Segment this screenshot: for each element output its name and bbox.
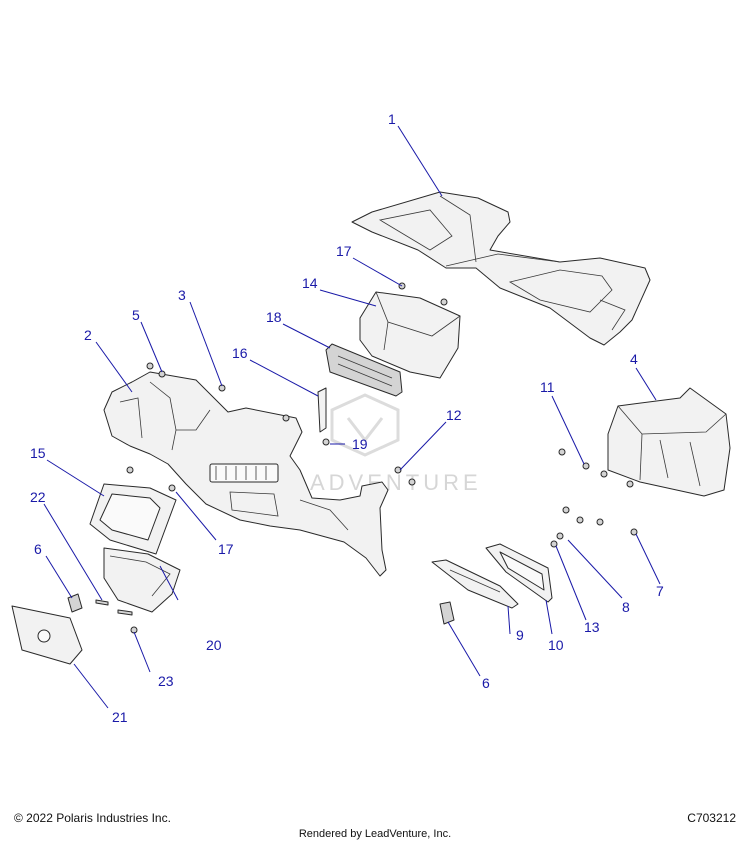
part-glovebox-tray (103, 547, 181, 613)
callout-11: 11 (540, 379, 555, 395)
callout-12: 12 (446, 407, 462, 423)
part-mounting-bracket (317, 387, 327, 433)
callout-19: 19 (352, 436, 368, 452)
callout-6-right: 6 (482, 675, 490, 691)
callout-7: 7 (656, 583, 664, 599)
part-frame-trim (485, 543, 553, 603)
callout-21: 21 (112, 709, 128, 725)
part-grille-bracket (325, 343, 403, 397)
part-latch-left (67, 593, 83, 613)
part-gauge-housing (607, 387, 731, 497)
callout-2: 2 (84, 327, 92, 343)
diagram-code: C703212 (687, 811, 736, 825)
callout-6-left: 6 (34, 541, 42, 557)
callout-23: 23 (158, 673, 174, 689)
part-lower-trim-panel (431, 559, 519, 609)
fasteners (95, 282, 638, 634)
callout-17-top: 17 (336, 243, 352, 259)
watermark-text: ADVENTURE (310, 470, 482, 495)
part-upper-dash-cover (351, 191, 651, 346)
callout-17-bottom: 17 (218, 541, 234, 557)
callout-8: 8 (622, 599, 630, 615)
callout-10: 10 (548, 637, 564, 653)
callout-20: 20 (206, 637, 222, 653)
callout-14: 14 (302, 275, 318, 291)
callouts: 1 17 14 18 16 3 5 2 19 15 22 17 6 20 23 … (30, 111, 664, 725)
callout-1: 1 (388, 111, 396, 127)
watermark: ADVENTURE (310, 393, 482, 495)
callout-9: 9 (516, 627, 524, 643)
callout-3: 3 (178, 287, 186, 303)
callout-18: 18 (266, 309, 282, 325)
callout-5: 5 (132, 307, 140, 323)
part-glovebox-door (11, 605, 83, 665)
part-latch-right (439, 601, 455, 625)
callout-15: 15 (30, 445, 46, 461)
rendered-by-text: Rendered by LeadVenture, Inc. (298, 828, 452, 840)
callout-4: 4 (630, 351, 638, 367)
copyright-text: © 2022 Polaris Industries Inc. (14, 811, 171, 825)
part-display-bezel (89, 483, 177, 555)
part-storage-bin (359, 291, 461, 379)
callout-13: 13 (584, 619, 600, 635)
callout-22: 22 (30, 489, 46, 505)
callout-16: 16 (232, 345, 248, 361)
leader-lines (43, 125, 661, 709)
part-main-dashboard (103, 371, 389, 577)
